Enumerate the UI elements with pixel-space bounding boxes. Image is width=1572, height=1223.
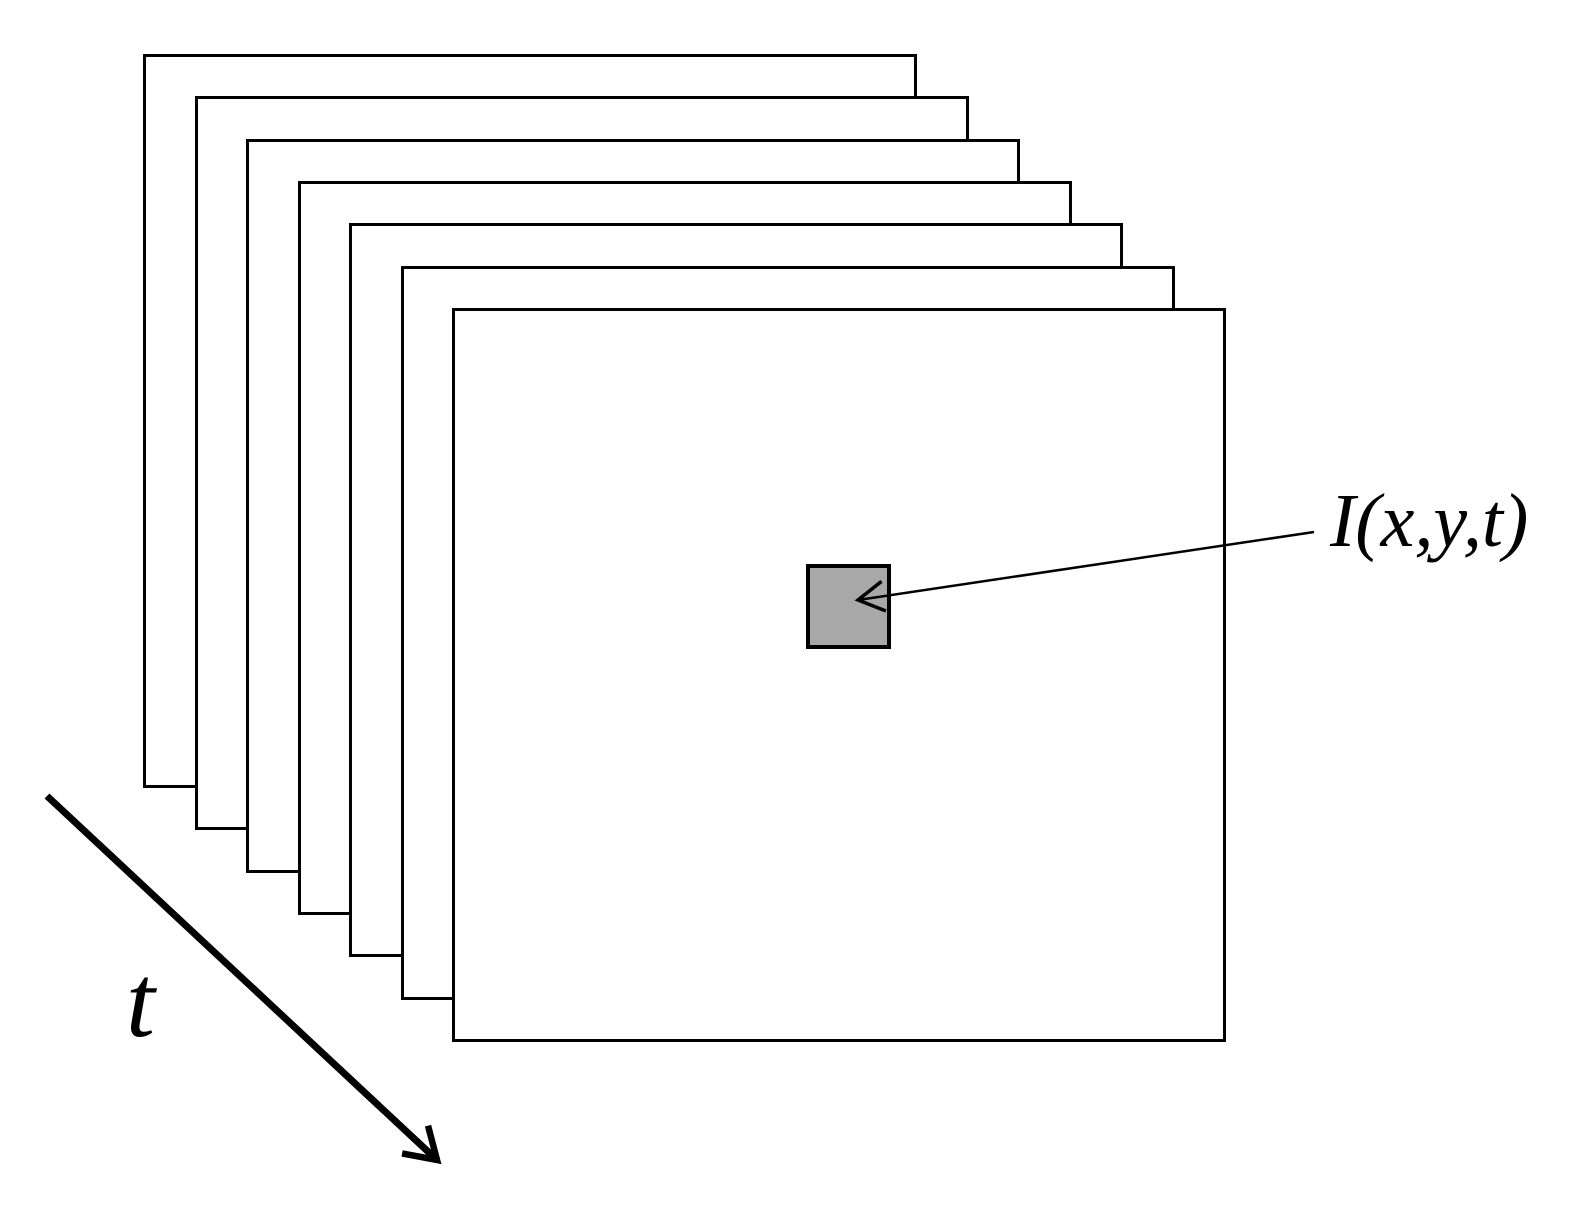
pixel-region-square — [806, 564, 891, 649]
video-frame-7 — [452, 307, 1226, 1042]
time-axis-label: t — [126, 944, 155, 1059]
intensity-label: I(x,y,t) — [1330, 479, 1529, 563]
